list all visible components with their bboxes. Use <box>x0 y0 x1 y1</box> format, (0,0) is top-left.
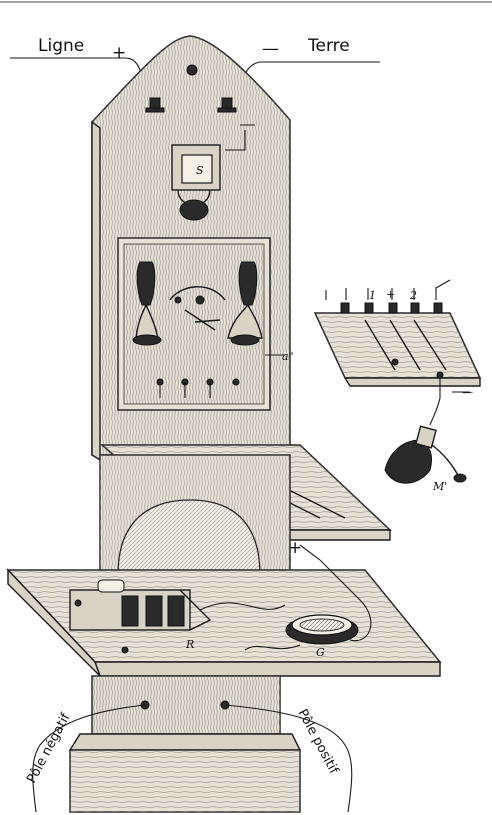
a-pp-label: a" <box>282 350 294 363</box>
ligne-label: Ligne <box>38 36 84 56</box>
relay-coils <box>69 579 212 654</box>
r-label: R <box>185 638 194 651</box>
table-wiring <box>199 544 372 651</box>
plus-side-label: + <box>386 288 395 301</box>
bell-unit: S <box>171 124 255 221</box>
hand-microphone-icon <box>384 425 467 484</box>
positive-pole-wire <box>224 704 353 813</box>
terre-label: Terre <box>307 36 350 56</box>
left-receiver-icon <box>132 261 162 346</box>
receiver-panel <box>117 237 271 411</box>
terre-terminal <box>217 97 237 113</box>
galvanometer-icon <box>285 614 359 645</box>
pole-negatif-label: Pôle négatif <box>24 711 74 786</box>
support-column <box>99 454 291 576</box>
top-screw <box>186 64 198 76</box>
right-receiver-icon <box>227 261 263 346</box>
ligne-terminal <box>145 97 165 113</box>
m-prime-label: M' <box>432 480 447 493</box>
s-label: S <box>196 164 204 177</box>
plus-sign-mid: + <box>288 538 302 558</box>
pedestal <box>68 675 302 813</box>
plus-sign-top: + <box>112 43 126 63</box>
switch-board-detail <box>313 279 482 426</box>
pole-positif-label: Pôle positif <box>294 707 341 777</box>
num-1-label: 1 <box>369 289 376 302</box>
minus-side-label: — <box>462 386 473 399</box>
bell-icon <box>179 199 209 221</box>
g-label: G <box>316 646 325 659</box>
minus-sign-top: — <box>262 39 279 59</box>
num-2-label: 2 <box>409 289 417 302</box>
negative-pole-wire <box>32 704 146 813</box>
